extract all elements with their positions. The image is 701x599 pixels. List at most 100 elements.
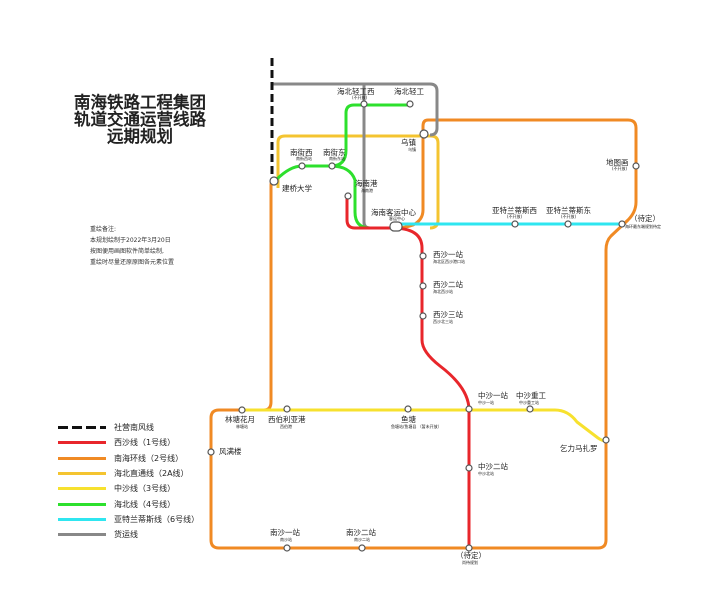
station-hainan-gang[interactable] (344, 192, 352, 200)
sublabel-hainan-gang: 海南港 (361, 187, 373, 193)
label-daiding-east: （待定） (630, 213, 660, 223)
legend-swatch (58, 502, 106, 506)
legend-label: 货运线 (114, 530, 138, 540)
label-xisha-2: 西沙二站 (433, 279, 463, 289)
station-nanjie-xi[interactable] (298, 162, 306, 170)
legend-swatch (58, 472, 106, 476)
station-xisha-1[interactable] (419, 252, 427, 260)
legend-label: 海北直通线（2A线） (114, 469, 189, 479)
legend-label: 亚特兰蒂斯线（6号线） (114, 514, 200, 524)
label-linjing-huayue: 林塘花月 (225, 414, 255, 424)
sublabel-wuzhen: 乌镇 (408, 146, 416, 152)
legend-item-shenying: 社营南风线 (58, 420, 199, 435)
label-nansha-1: 南沙一站 (270, 527, 300, 537)
label-fengman-lou: 风满楼 (219, 446, 242, 456)
station-xiboliya-gang[interactable] (283, 405, 291, 413)
station-xisha-2[interactable] (419, 282, 427, 290)
station-atlantis-dong[interactable] (564, 220, 572, 228)
label-nanjie-dong: 南街东 (323, 147, 346, 157)
sublabel-xisha-1: 海北区西沙港口站 (433, 258, 465, 264)
label-zhongsha-1: 中沙一站 (478, 390, 508, 400)
legend-swatch (58, 426, 106, 430)
station-zhongsha-zhonggong[interactable] (526, 405, 534, 413)
title-line-1: 南海铁路工程集团 (74, 93, 206, 112)
legend-item-haibei: 海北线（4号线） (58, 496, 199, 511)
label-zhongsha-2: 中沙二站 (478, 461, 508, 471)
sublabel-hainan-keyun: 客运中心 (389, 215, 405, 221)
label-qilimazhaluo: 乞力马扎罗 (560, 443, 598, 453)
line-xisha-1 (345, 196, 471, 548)
label-haibei-qinggong-xi: 海北轻工西 (337, 86, 375, 96)
legend-item-zhitong: 海北直通线（2A线） (58, 466, 199, 481)
note-line: 按图便用画图软件简单绘制, (90, 248, 164, 255)
title-line-2: 轨道交通运营线路 (74, 110, 206, 129)
station-haibei-qinggong[interactable] (406, 100, 414, 108)
label-haibei-qinggong: 海北轻工 (394, 86, 424, 96)
label-jianqiao-daxue: 建桥大学 (282, 183, 312, 193)
legend-item-huoyun: 货运线 (58, 527, 199, 542)
station-daiding-east[interactable] (618, 220, 626, 228)
line-nanhai-huanxian (209, 118, 638, 550)
legend-label: 中沙线（3号线） (114, 484, 176, 494)
sublabel-yuwan: 鱼塘站/鱼塘县 （暂未开放） (391, 423, 442, 429)
station-jianqiao-daxue[interactable] (269, 176, 279, 186)
station-nansha-1[interactable] (283, 544, 291, 552)
station-zhongsha-2[interactable] (465, 464, 473, 472)
sublabel-daiding-south: 尚待规划 (462, 559, 478, 565)
station-hainan-keyun[interactable] (389, 221, 403, 232)
station-nanjie-dong[interactable] (328, 162, 336, 170)
redraw-note: 重绘备注: 本规划绘制于2022年3月20日 按图便用画图软件简单绘制, 重绘时… (90, 224, 174, 268)
legend-swatch (58, 533, 106, 537)
legend-label: 西沙线（1号线） (114, 438, 176, 448)
legend-item-xisha: 西沙线（1号线） (58, 435, 199, 450)
legend-item-atlantis: 亚特兰蒂斯线（6号线） (58, 512, 199, 527)
station-daiding-south[interactable] (465, 544, 473, 552)
note-line: 重绘时尽量还原原图各元素位置 (90, 259, 175, 266)
label-zhongsha-zhonggong: 中沙重工 (516, 390, 546, 400)
label-nansha-2: 南沙二站 (346, 527, 376, 537)
label-wuzhen: 乌镇 (401, 137, 416, 147)
station-haibei-qinggong-xi[interactable] (360, 100, 368, 108)
note-line: 本规划绘制于2022年3月20日 (90, 237, 171, 244)
label-xisha-1: 西沙一站 (433, 249, 463, 259)
station-atlantis-xi[interactable] (511, 220, 519, 228)
label-atlantis-xi: 亚特兰蒂斯西 (492, 205, 537, 215)
station-ditu-hua[interactable] (632, 162, 640, 170)
station-xisha-3[interactable] (419, 312, 427, 320)
station-yuwan[interactable] (404, 405, 412, 413)
station-qilimazhaluo[interactable] (602, 436, 610, 444)
station-linjing-huayue[interactable] (238, 406, 246, 414)
label-hainan-keyun: 海南客运中心 (371, 207, 416, 217)
legend-item-huanxian: 南海环线（2号线） (58, 451, 199, 466)
legend-item-zhongsha: 中沙线（3号线） (58, 481, 199, 496)
sublabel-nanjie-dong: 南街东站 (329, 155, 345, 161)
sublabel-nanjie-xi: 南街西站 (296, 155, 312, 161)
station-wuzhen[interactable] (419, 129, 429, 139)
station-fengman-lou[interactable] (207, 448, 215, 456)
sublabel-ditu-hua: (不开放) (612, 165, 628, 171)
legend-label: 社营南风线 (114, 423, 154, 433)
note-line: 重绘备注: (90, 226, 117, 233)
sublabel-xisha-2: 海北西沙站 (433, 288, 453, 294)
label-yuwan: 鱼塘 (401, 414, 416, 424)
title-line-3: 远期规划 (107, 127, 173, 146)
legend-swatch (58, 441, 106, 445)
label-xisha-3: 西沙三站 (433, 309, 463, 319)
label-daiding-south: （待定） (456, 550, 486, 560)
station-zhongsha-1[interactable] (465, 405, 473, 413)
label-atlantis-dong: 亚特兰蒂斯东 (546, 205, 591, 215)
sublabel-linjing-huayue: 林塘站 (236, 423, 248, 429)
label-xiboliya-gang: 西伯利亚港 (268, 414, 306, 424)
map-title: 南海铁路工程集团 轨道交通运营线路 远期规划 (60, 94, 220, 145)
label-hainan-gang: 海南港 (355, 178, 378, 188)
sublabel-zhongsha-zhonggong: 中沙重工站 (519, 399, 539, 405)
sublabel-xiboliya-gang: 西伯港 (280, 423, 292, 429)
sublabel-zhongsha-2: 中沙北站 (478, 470, 494, 476)
legend-swatch (58, 517, 106, 521)
sublabel-xisha-3: 西沙北三站 (433, 318, 453, 324)
station-nansha-2[interactable] (358, 544, 366, 552)
legend-swatch (58, 456, 106, 460)
sublabel-zhongsha-1: 中沙一站 (478, 399, 494, 405)
sublabel-atlantis-dong: (不开放) (561, 213, 577, 219)
